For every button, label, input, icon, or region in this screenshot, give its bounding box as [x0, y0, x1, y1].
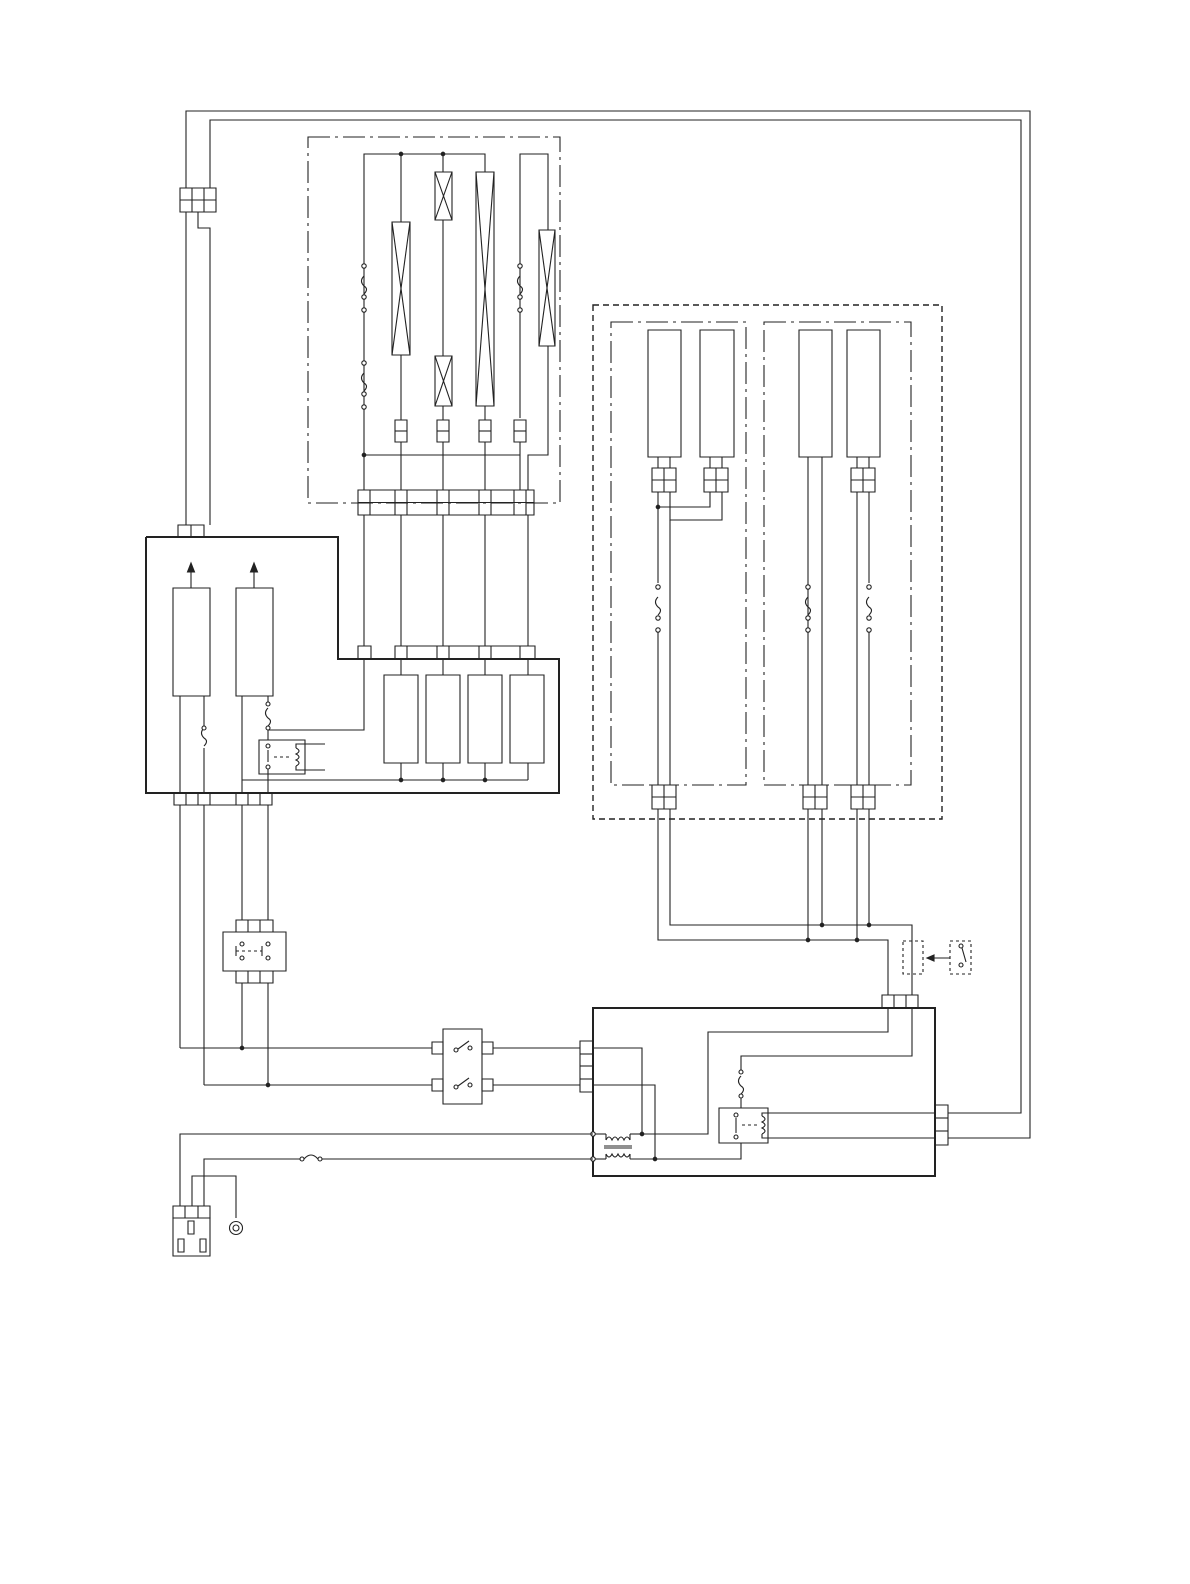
heater-element-1	[392, 222, 410, 355]
heater-element-2b	[435, 356, 452, 406]
harness-connector-top-left	[180, 188, 216, 212]
double-switch-block	[180, 805, 286, 1087]
lamp-module-3	[799, 330, 832, 457]
wall-plug	[173, 1206, 210, 1256]
lamp-module-2	[700, 330, 734, 457]
outer-harness	[186, 111, 1030, 1138]
lamp-bottom-connectors	[652, 785, 875, 809]
inline-fuse	[300, 1155, 322, 1161]
lamp-module-1	[648, 330, 681, 457]
heater-element-2a	[435, 172, 452, 220]
psu-relay	[719, 1108, 935, 1143]
board-module-1	[173, 588, 210, 696]
line-filter-choke	[591, 1132, 657, 1161]
heater-assembly	[308, 137, 560, 503]
ac-input	[173, 1134, 593, 1256]
heater-element-3	[476, 172, 494, 406]
board-block-4	[510, 675, 544, 763]
door-interlock	[903, 941, 971, 974]
board-relay	[242, 740, 325, 793]
heater-connector-strip	[358, 490, 534, 515]
lamp-module-4	[847, 330, 880, 457]
board-block-1	[384, 675, 418, 763]
power-supply-board	[580, 995, 948, 1176]
ground-terminal	[230, 1222, 243, 1235]
control-board	[146, 525, 559, 805]
board-block-2	[426, 675, 460, 763]
lamp-harness	[658, 809, 912, 995]
board-block-3	[468, 675, 502, 763]
heater-to-board-wires	[364, 515, 528, 646]
board-module-2	[236, 588, 273, 696]
lamp-thermal-switch-1	[656, 585, 661, 632]
lamp-assembly	[593, 305, 942, 819]
main-power-switch	[432, 1029, 493, 1104]
heater-element-4	[539, 230, 555, 346]
lamp-thermal-switch-3	[867, 585, 872, 632]
inline-connectors-top	[395, 420, 526, 442]
